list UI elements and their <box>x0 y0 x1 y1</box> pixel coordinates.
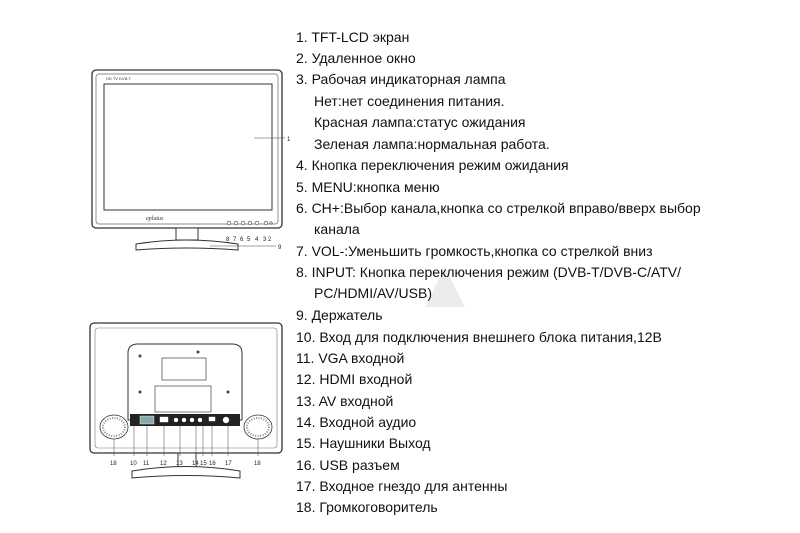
legend-item-12: 12. HDMI входной <box>296 371 413 387</box>
legend-item-6-cont: канала <box>314 221 360 237</box>
legend-item-11: 11. VGA входной <box>296 350 405 366</box>
legend-item-8: 8. INPUT: Кнопка переключения режим (DVB… <box>296 264 682 280</box>
legend-item-2: 2. Удаленное окно <box>296 50 416 66</box>
callout-15: 15 <box>200 461 207 467</box>
vga-port-icon <box>139 415 155 425</box>
callout-8: 8 <box>226 237 230 243</box>
legend-item-1: 1. TFT-LCD экран <box>296 29 410 45</box>
legend-item-3-sub-none: Нет:нет соединения питания. <box>314 93 505 109</box>
model-label: HD TV DVB-T <box>106 76 132 81</box>
legend-item-14: 14. Входной аудио <box>296 414 417 430</box>
port-callouts: 18 10 11 12 13 14 15 16 17 18 <box>110 461 261 467</box>
callout-14: 14 <box>192 461 199 467</box>
legend-item-5: 5. MENU:кнопка меню <box>296 179 440 195</box>
callout-18-right: 18 <box>254 461 261 467</box>
legend-item-10: 10. Вход для подключения внешнего блока … <box>296 329 662 345</box>
speaker-left <box>99 414 129 440</box>
callout-13: 13 <box>176 461 183 467</box>
back-view-diagram: 18 10 11 12 13 14 15 16 17 18 <box>89 322 283 479</box>
legend-item-18: 18. Громкоговоритель <box>296 499 438 515</box>
legend-item-6: 6. CH+:Выбор канала,кнопка со стрелкой в… <box>296 200 701 216</box>
tv-stand <box>135 227 239 251</box>
callout-12: 12 <box>160 461 167 467</box>
legend-item-16: 16. USB разъем <box>296 457 400 473</box>
legend-item-9: 9. Держатель <box>296 307 383 323</box>
legend-item-17: 17. Входное гнездо для антенны <box>296 478 508 494</box>
watermark-logo <box>425 267 465 307</box>
front-view-diagram: HD TV DVB-T eplutus 1 8 7 6 5 4 3 2 9 <box>91 69 291 251</box>
speaker-right <box>243 414 273 440</box>
callout-11: 11 <box>143 461 150 467</box>
legend-item-15: 15. Наушники Выход <box>296 435 431 451</box>
callout-16: 16 <box>209 461 216 467</box>
callout-6: 6 <box>240 237 244 243</box>
callout-3: 3 <box>263 237 267 243</box>
callout-4: 4 <box>255 237 259 243</box>
tv-screen <box>103 83 273 211</box>
legend-item-4: 4. Кнопка переключения режим ожидания <box>296 157 569 173</box>
callout-7: 7 <box>233 237 237 243</box>
legend-item-3: 3. Рабочая индикаторная лампа <box>296 71 506 87</box>
callout-2: 2 <box>268 237 272 243</box>
callout-17: 17 <box>225 461 232 467</box>
callout-1: 1 <box>287 137 291 143</box>
legend-item-3-sub-green: Зеленая лампа:нормальная работа. <box>314 136 550 152</box>
callout-9: 9 <box>278 245 282 251</box>
button-callouts: 8 7 6 5 4 3 2 <box>226 237 272 243</box>
callout-5: 5 <box>247 237 251 243</box>
legend-item-7: 7. VOL-:Уменьшить громкость,кнопка со ст… <box>296 243 653 259</box>
callout-18-left: 18 <box>110 461 117 467</box>
back-stand <box>131 452 241 479</box>
legend-item-8-cont: PC/HDMI/AV/USB) <box>314 285 432 301</box>
brand-logo: eplutus <box>146 216 164 222</box>
callout-10: 10 <box>130 461 137 467</box>
legend-item-3-sub-red: Красная лампа:статус ожидания <box>314 114 526 130</box>
front-buttons <box>226 220 273 226</box>
legend-item-13: 13. AV входной <box>296 393 394 409</box>
